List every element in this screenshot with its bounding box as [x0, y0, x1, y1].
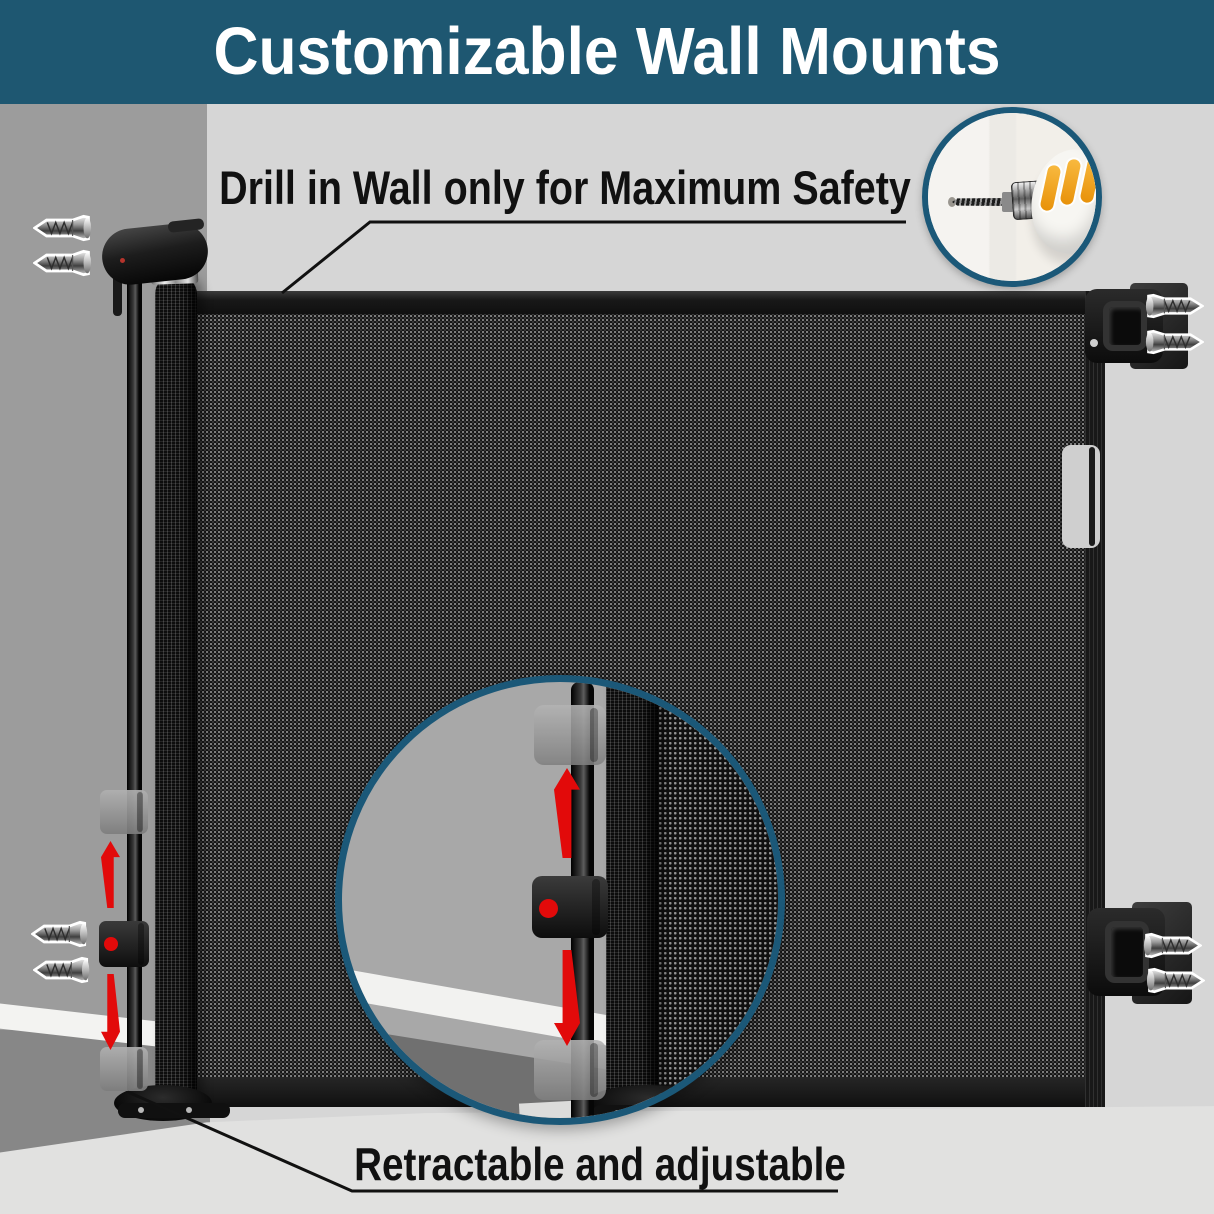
screw-icon	[1140, 293, 1204, 319]
mesh-roller-post	[155, 276, 197, 1108]
adjustable-bracket-top	[100, 790, 148, 834]
zoom-roller-post	[606, 682, 658, 1094]
zoom-bracket-top	[534, 705, 606, 765]
post-rod-stub	[113, 266, 122, 316]
screw-icon	[31, 920, 93, 948]
base-screw-dot	[614, 1110, 620, 1116]
screw-icon	[1138, 932, 1202, 959]
bracket-adjustment-zoom	[335, 675, 785, 1125]
screw-icon	[33, 214, 97, 242]
post-base-plate	[118, 1103, 230, 1118]
base-screw-dot	[660, 1110, 666, 1116]
screw-icon	[1141, 967, 1205, 994]
screw-icon	[1140, 329, 1204, 355]
base-screw-dot	[138, 1107, 144, 1113]
zoom-bracket-bottom	[534, 1040, 606, 1100]
page-title: Customizable Wall Mounts	[213, 14, 1001, 89]
title-banner: Customizable Wall Mounts	[0, 0, 1214, 104]
retractable-callout-text: Retractable and adjustable	[354, 1138, 846, 1190]
post-rod	[127, 270, 142, 1112]
red-dot-indicator	[539, 899, 558, 918]
drill-bit-icon	[952, 198, 1010, 206]
bracket-pin	[1090, 339, 1098, 347]
drill-callout-text: Drill in Wall only for Maximum Safety	[219, 161, 911, 214]
base-screw-dot	[186, 1107, 192, 1113]
mesh-top-band	[190, 291, 1105, 314]
cutout-latch-bar	[1089, 447, 1095, 546]
screw-icon	[33, 956, 95, 984]
red-dot-indicator	[104, 937, 118, 951]
bracket-slot-top	[1103, 301, 1147, 351]
zoom-gate-mesh	[654, 682, 778, 1118]
adjustable-bracket-bottom	[100, 1047, 148, 1091]
cap-indicator-dot	[120, 258, 125, 263]
screw-icon	[33, 249, 97, 277]
gate-handle-cutout	[1062, 445, 1100, 548]
drill-in-wall-photo	[922, 107, 1102, 287]
